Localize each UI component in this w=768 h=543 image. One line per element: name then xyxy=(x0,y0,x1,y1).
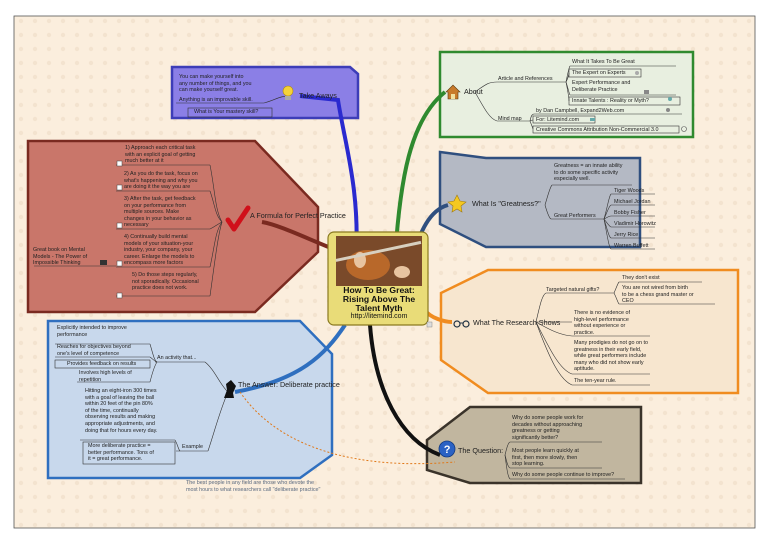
answer-point-4: Involves high levels of repetition xyxy=(79,370,132,383)
about-ref-4[interactable]: Innate Talents : Reality or Myth? xyxy=(572,98,649,104)
branch-answer xyxy=(234,323,347,394)
book-icon xyxy=(100,260,107,265)
question-point-2: Most people learn quickly at first, then… xyxy=(512,448,579,468)
formula-panel xyxy=(26,139,320,314)
formula-book: Great book on Mental Models - The Power … xyxy=(33,247,88,267)
house-icon xyxy=(445,84,461,100)
svg-text:?: ? xyxy=(444,444,451,456)
branch-question xyxy=(368,324,441,457)
research-point-3: There is no evidence of high-level perfo… xyxy=(574,310,631,336)
question-title[interactable]: The Question: xyxy=(458,446,504,455)
checkbox-icons xyxy=(116,160,123,267)
about-panel xyxy=(438,50,695,139)
about-ref-2[interactable]: The Expert on Experts xyxy=(572,70,626,76)
dotted-link xyxy=(239,391,456,465)
performer-item: Warren Buffett xyxy=(614,243,649,249)
take-aways-panel xyxy=(170,65,360,120)
answer-example-text: Hitting an eight-iron 300 times with a g… xyxy=(85,388,158,434)
question-mark-icon: ? xyxy=(438,440,456,458)
research-panel xyxy=(439,268,740,395)
formula-step-3: 3) After the task, get feedback on your … xyxy=(124,196,196,229)
violin-image xyxy=(335,236,422,286)
answer-title[interactable]: The Answer: Deliberate practice xyxy=(238,380,340,389)
about-title[interactable]: About xyxy=(464,87,483,96)
formula-step-2: 2) As you do the task, focus on what's h… xyxy=(124,171,198,191)
greatness-performers-label: Great Performers xyxy=(554,213,596,219)
answer-note: The best people in any field are those w… xyxy=(186,480,321,493)
research-gifts-label: Targeted natural gifts? xyxy=(546,287,600,293)
take-aways-text-1: You can make yourself into any number of… xyxy=(179,74,252,94)
take-aways-text-2: Anything is an improvable skill. xyxy=(179,97,253,103)
formula-step-1: 1) Approach each critical task with an e… xyxy=(125,145,196,165)
about-ref-1[interactable]: What It Takes To Be Great xyxy=(572,59,635,65)
performer-item: Jerry Rice xyxy=(614,232,639,238)
greatness-definition: Greatness = an innate ability to do some… xyxy=(554,163,623,183)
take-aways-text-3: What is Your mastery skill? xyxy=(194,109,259,115)
note-icon xyxy=(426,321,433,328)
research-title[interactable]: What The Research Shows xyxy=(473,318,561,327)
formula-step-4: 4) Continually build mental models of yo… xyxy=(124,234,195,267)
about-article-label: Article and References xyxy=(498,76,553,82)
research-point-4: Many prodigies do not go on to greatness… xyxy=(574,340,649,373)
checkmark-icon xyxy=(225,205,251,232)
greatness-title[interactable]: What Is "Greatness?" xyxy=(472,199,541,208)
answer-point-3: Provides feedback on results xyxy=(67,361,137,367)
about-mindmap-label: Mind map xyxy=(498,116,522,122)
about-mindmap-license[interactable]: Creative Commons Attribution Non-Commerc… xyxy=(536,127,659,133)
about-mindmap-for[interactable]: For: Litemind.com xyxy=(536,117,580,123)
center-url[interactable]: http://litemind.com xyxy=(350,313,408,320)
research-point-2: You are not wired from birth to be a che… xyxy=(622,285,694,305)
performer-item: Tiger Woods xyxy=(614,188,645,194)
question-panel xyxy=(425,405,643,485)
formula-title[interactable]: A Formula for Perfect Practice xyxy=(250,211,346,220)
performer-item: Vladimir Horowitz xyxy=(614,221,656,227)
attachment-icons xyxy=(116,71,687,299)
question-point-1: Why do some people work for decades with… xyxy=(512,415,584,441)
formula-step-5: 5) Do those steps regularly, not sporadi… xyxy=(132,272,199,292)
research-point-1: They don't exist xyxy=(622,275,660,281)
star-icon xyxy=(447,194,467,213)
answer-formula-line: More deliberate practice = better perfor… xyxy=(88,443,154,463)
performer-item: Michael Jordan xyxy=(614,199,651,205)
answer-point-2: Reaches for objectives beyond one's leve… xyxy=(57,344,131,357)
performer-item: Bobby Fisher xyxy=(614,210,646,216)
about-ref-3[interactable]: Expert Performance and Deliberate Practi… xyxy=(572,80,631,93)
research-point-5: The ten-year rule. xyxy=(574,378,617,384)
chess-knight-icon xyxy=(224,380,236,398)
answer-example-label: Example xyxy=(182,444,203,450)
question-point-3: Why do some people continue to improve? xyxy=(512,472,615,478)
glasses-icon xyxy=(453,320,470,328)
center-title[interactable]: How To Be Great: Rising Above The Talent… xyxy=(342,285,416,313)
lightbulb-icon xyxy=(282,85,294,100)
take-aways-title[interactable]: Take Aways xyxy=(299,91,337,100)
branch-about xyxy=(393,90,447,259)
greatness-panel xyxy=(438,150,642,249)
about-mindmap-author: by Dan Campbell, Expand2Web.com xyxy=(536,108,625,114)
answer-activity-label: An activity that... xyxy=(157,355,197,361)
answer-point-1: Explicitly intended to improve performan… xyxy=(57,325,127,338)
